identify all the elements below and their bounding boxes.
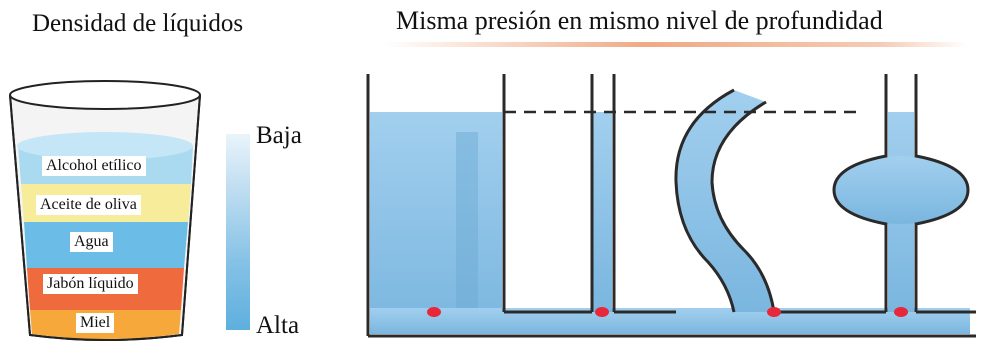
communicating-vessels xyxy=(366,74,976,338)
liquid-column-2 xyxy=(592,112,612,312)
layer-label-jabon: Jabón líquido xyxy=(43,274,138,294)
layer-label-agua: Agua xyxy=(70,232,113,252)
layer-label-aceite: Aceite de oliva xyxy=(36,195,141,215)
pressure-title: Misma presión en mismo nivel de profundi… xyxy=(396,6,883,35)
density-scale-bar xyxy=(226,134,250,330)
density-title: Densidad de líquidos xyxy=(32,10,244,37)
pressure-point-4 xyxy=(894,307,908,317)
pressure-point-1 xyxy=(427,307,441,317)
scale-label-low: Baja xyxy=(256,122,302,149)
liquid-s-tube xyxy=(675,90,774,312)
pressure-point-2 xyxy=(595,307,609,317)
pressure-point-3 xyxy=(767,307,781,317)
layer-label-alcohol: Alcohol etílico xyxy=(42,156,146,176)
scale-label-high: Alta xyxy=(256,312,300,339)
liquid-bulb xyxy=(835,156,967,224)
liquid-column-1 xyxy=(370,112,502,332)
layer-label-miel: Miel xyxy=(76,313,115,333)
title-underline xyxy=(384,42,968,47)
